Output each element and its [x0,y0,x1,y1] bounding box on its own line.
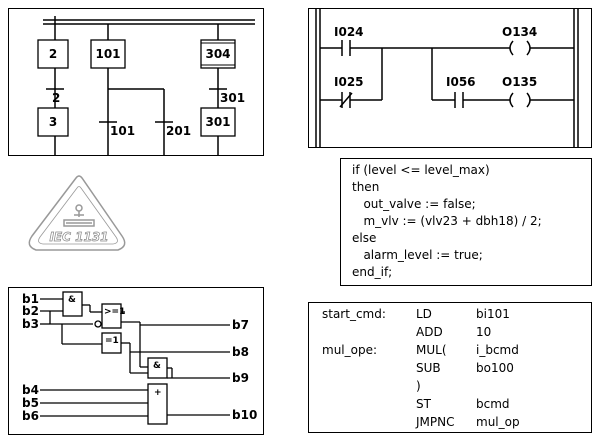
sfc-transition-2: 2 [52,91,60,105]
st-line: then [352,180,380,194]
st-line: out_valve := false; [352,197,476,211]
fbd-input-b5: b5 [22,396,39,410]
il-arg: 10 [476,325,492,339]
fbd-input-b3: b3 [22,317,39,331]
sfc-step-box-304 [200,39,236,69]
sfc-step-301: 301 [205,115,230,129]
ladder-coil-O135: O135 [502,75,537,89]
fbd-output-b7: b7 [232,318,249,332]
fbd-input-b4: b4 [22,383,39,397]
fbd-panel [8,287,264,435]
sfc-step-2: 2 [49,47,57,61]
sfc-transition-301: 301 [220,91,245,105]
il-op: ) [416,379,421,393]
il-arg: bo100 [476,361,514,375]
il-op: SUB [416,361,441,375]
sfc-step-101: 101 [95,47,120,61]
fbd-block-and-2: & [153,361,161,371]
il-arg: bcmd [476,397,510,411]
il-op: ST [416,397,431,411]
ladder-panel [308,8,592,148]
il-label: mul_ope: [322,343,378,357]
ladder-coil-O134: O134 [502,25,537,39]
fbd-block-add: + [154,388,162,398]
fbd-input-b2: b2 [22,304,39,318]
sfc-step-304: 304 [205,47,230,61]
iec-logo-text: IEC 1131 [49,230,108,244]
st-line: alarm_level := true; [352,248,483,262]
il-op: JMPNC [416,415,455,429]
fbd-block-or: >=1 [104,307,125,317]
fbd-output-b9: b9 [232,371,249,385]
st-line: m_vlv := (vlv23 + dbh18) / 2; [352,214,542,228]
fbd-output-b8: b8 [232,345,249,359]
fbd-block-xor: =1 [105,336,119,346]
ladder-contact-I025: I025 [334,75,364,89]
st-line: end_if; [352,265,393,279]
sfc-transition-201: 201 [166,124,191,138]
fbd-block-and-1: & [68,295,76,305]
il-arg: i_bcmd [476,343,519,357]
st-line: else [352,231,377,245]
sfc-transition-101: 101 [110,124,135,138]
fbd-input-b6: b6 [22,409,39,423]
il-label: start_cmd: [322,307,386,321]
ladder-contact-I024: I024 [334,25,364,39]
fbd-input-b1: b1 [22,292,39,306]
st-line: if (level <= level_max) [352,163,490,177]
il-code-panel: start_cmd: LD bi101 ADD 10 mul_ope: MUL(… [308,302,592,433]
il-op: LD [416,307,432,321]
fbd-output-b10: b10 [232,408,257,422]
il-op: MUL( [416,343,447,357]
il-arg: bi101 [476,307,510,321]
ladder-contact-I056: I056 [446,75,476,89]
il-arg: mul_op [476,415,520,429]
sfc-step-box-3 [37,107,69,137]
il-op: ADD [416,325,443,339]
sfc-step-box-2 [37,39,69,69]
sfc-step-3: 3 [49,115,57,129]
sfc-step-box-101 [90,39,126,69]
sfc-step-box-301 [200,107,236,137]
st-code-panel: if (level <= level_max) then out_valve :… [340,158,592,286]
